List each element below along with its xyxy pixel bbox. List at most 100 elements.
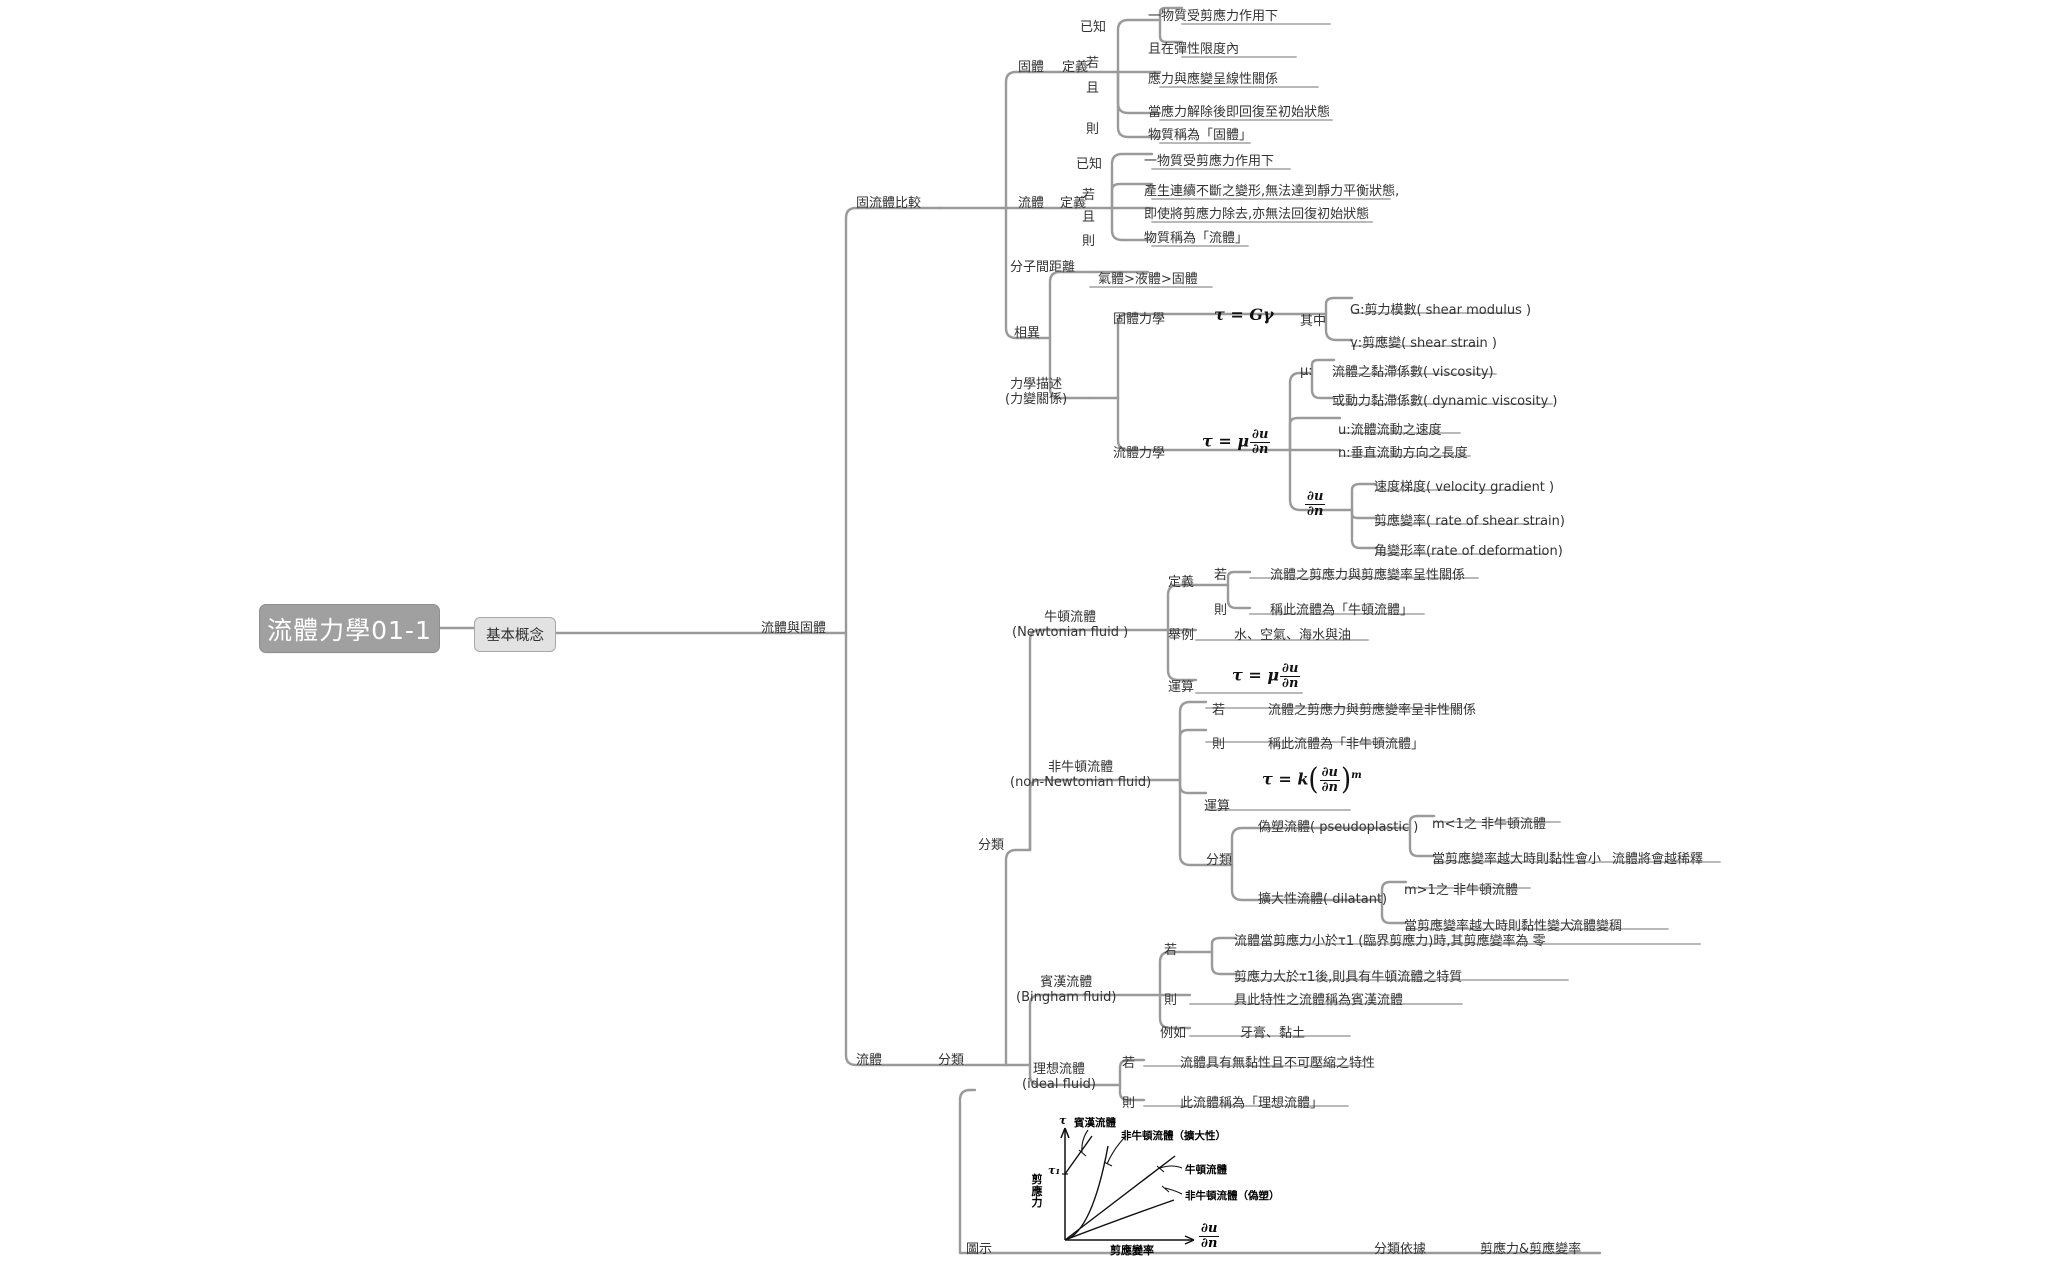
solid-known-item-1: 且在彈性限度內 bbox=[1148, 42, 1240, 57]
node-solid[interactable]: 固體 bbox=[1018, 60, 1045, 75]
shear-stress-strain-rate-chart: τ τ₁ 剪應力 剪應變率 ∂u∂n 賓漢流體 非牛頓流體（擴大性） 牛頓流體 … bbox=[1022, 1112, 1352, 1260]
type-0-behaviour: 當剪應變率越大時則黏性會小 bbox=[1432, 852, 1602, 867]
newtonian-if-text: 流體之剪應力與剪應變率呈性關係 bbox=[1270, 568, 1466, 583]
term-u: u:流體流動之速度 bbox=[1338, 423, 1442, 438]
formula-fluid-mechanics: τ = μ∂u∂n bbox=[1202, 427, 1271, 457]
fluid-if-text: 產生連續不斷之變形,無法達到靜力平衡狀態, bbox=[1144, 184, 1400, 199]
solid-then-text: 物質稱為「固體」 bbox=[1148, 128, 1253, 143]
label-solid-definition[interactable]: 定義 bbox=[1062, 60, 1089, 75]
label-solid-known[interactable]: 已知 bbox=[1080, 20, 1107, 35]
node-bingham-fluid[interactable]: 賓漢流體 (Bingham fluid) bbox=[1016, 975, 1117, 1005]
fluid-then-text: 物質稱為「流體」 bbox=[1144, 231, 1249, 246]
molecular-distance-value: 氣體>液體>固體 bbox=[1098, 272, 1198, 287]
label-fluid-then[interactable]: 則 bbox=[1082, 234, 1096, 249]
type-0-condition: m<1之 非牛頓流體 bbox=[1432, 817, 1546, 832]
label-nonnewtonian-then[interactable]: 則 bbox=[1212, 737, 1226, 752]
bingham-if-item-0: 流體當剪應力小於τ1 (臨界剪應力)時,其剪應變率為 零 bbox=[1234, 934, 1546, 949]
label-ideal-if[interactable]: 若 bbox=[1122, 1056, 1136, 1071]
label-solid-if[interactable]: 若 bbox=[1086, 56, 1100, 71]
label-solid-then[interactable]: 則 bbox=[1086, 122, 1100, 137]
ideal-if-text: 流體具有無黏性且不可壓縮之特性 bbox=[1180, 1056, 1376, 1071]
chart-y-intercept: τ₁ bbox=[1048, 1164, 1061, 1177]
type-0-name[interactable]: 偽塑流體( pseudoplastic ) bbox=[1258, 820, 1419, 835]
chart-series-1-label: 非牛頓流體（擴大性） bbox=[1121, 1130, 1226, 1142]
chart-y-symbol: τ bbox=[1059, 1114, 1067, 1127]
nonnewtonian-then-text: 稱此流體為「非牛頓流體」 bbox=[1268, 737, 1425, 752]
label-fluid-and[interactable]: 且 bbox=[1082, 210, 1096, 225]
label-newtonian-operation[interactable]: 運算 bbox=[1168, 680, 1195, 695]
curve-pseudoplastic bbox=[1064, 1199, 1175, 1241]
gradient-term-2: 角變形率(rate of deformation) bbox=[1374, 544, 1563, 559]
formula-solid-mechanics: τ = Gγ bbox=[1214, 305, 1274, 324]
label-solid-and[interactable]: 且 bbox=[1086, 81, 1100, 96]
newtonian-example-text: 水、空氣、海水與油 bbox=[1234, 628, 1352, 643]
type-1-result: 流體變稠 bbox=[1570, 919, 1623, 934]
node-ideal-fluid[interactable]: 理想流體 (ideal fluid) bbox=[1022, 1062, 1097, 1092]
label-fluid-vs-solid[interactable]: 流體與固體 bbox=[761, 621, 827, 636]
label-nonnewtonian-operation[interactable]: 運算 bbox=[1204, 799, 1231, 814]
label-where[interactable]: 其中 bbox=[1300, 314, 1327, 329]
label-mechanics-description[interactable]: 力學描述 (力變關係) bbox=[1005, 377, 1068, 407]
chart-series-2-label: 牛頓流體 bbox=[1185, 1164, 1227, 1176]
label-bingham-example[interactable]: 例如 bbox=[1160, 1026, 1187, 1041]
label-fluid-bottom[interactable]: 流體 bbox=[856, 1053, 883, 1068]
curve-bingham bbox=[1064, 1135, 1093, 1175]
root-label: 流體力學01-1 bbox=[267, 615, 432, 645]
chart-x-label: 剪應變率 bbox=[1110, 1244, 1154, 1257]
label-fluid-mechanics[interactable]: 流體力學 bbox=[1113, 446, 1166, 461]
bingham-if-item-1: 剪應力大於τ1後,則具有牛頓流體之特質 bbox=[1234, 970, 1463, 985]
solid-if-text: 應力與應變呈線性關係 bbox=[1148, 72, 1279, 87]
curve-newtonian bbox=[1064, 1155, 1176, 1241]
gradient-term-0: 速度梯度( velocity gradient ) bbox=[1374, 480, 1555, 495]
formula-non-newtonian: τ = k(∂u∂n)m bbox=[1262, 762, 1362, 798]
gradient-term-1: 剪應變率( rate of shear strain) bbox=[1374, 514, 1565, 529]
label-newtonian-then[interactable]: 則 bbox=[1214, 603, 1228, 618]
node-non-newtonian-fluid[interactable]: 非牛頓流體 (non-Newtonian fluid) bbox=[1010, 760, 1152, 790]
label-molecular-distance[interactable]: 分子間距離 bbox=[1010, 260, 1076, 275]
label-classify-basis-value: 剪應力&剪應變率 bbox=[1480, 1242, 1582, 1257]
label-ideal-then[interactable]: 則 bbox=[1122, 1096, 1136, 1111]
label-fluid-known[interactable]: 已知 bbox=[1076, 157, 1103, 172]
root-node[interactable]: 流體力學01-1 bbox=[259, 604, 440, 653]
node-difference[interactable]: 相異 bbox=[1014, 326, 1041, 341]
solid-and-text: 當應力解除後即回復至初始狀態 bbox=[1148, 105, 1331, 120]
nonnewtonian-if-text: 流體之剪應力與剪應變率呈非性關係 bbox=[1268, 703, 1477, 718]
label-bingham-if[interactable]: 若 bbox=[1164, 943, 1178, 958]
level1-label: 基本概念 bbox=[486, 628, 544, 644]
label-classify-bottom[interactable]: 分類 bbox=[938, 1053, 965, 1068]
chart-series-0-label: 賓漢流體 bbox=[1074, 1117, 1116, 1129]
solid-term-1: γ:剪應變( shear strain ) bbox=[1350, 336, 1497, 351]
type-1-behaviour: 當剪應變率越大時則黏性變大 bbox=[1404, 919, 1574, 934]
label-fluid-if[interactable]: 若 bbox=[1082, 188, 1096, 203]
node-basic-concept[interactable]: 基本概念 bbox=[474, 617, 556, 652]
label-bingham-then[interactable]: 則 bbox=[1164, 993, 1178, 1008]
bingham-example-text: 牙膏、黏土 bbox=[1240, 1026, 1306, 1041]
node-fluid[interactable]: 流體 bbox=[1018, 196, 1045, 211]
formula-newtonian: τ = μ∂u∂n bbox=[1232, 661, 1301, 691]
type-0-result: 流體將會越稀釋 bbox=[1612, 852, 1704, 867]
label-solid-mechanics[interactable]: 固體力學 bbox=[1113, 312, 1166, 327]
label-diagram[interactable]: 圖示 bbox=[966, 1242, 993, 1257]
fluid-and-text: 即使將剪應力除去,亦無法回復初始狀態 bbox=[1144, 207, 1370, 222]
type-1-name[interactable]: 擴大性流體( dilatant) bbox=[1258, 892, 1388, 907]
label-fluid-definition[interactable]: 定義 bbox=[1060, 196, 1087, 211]
solid-known-item-0: 一物質受剪應力作用下 bbox=[1148, 9, 1279, 24]
label-newtonian-definition[interactable]: 定義 bbox=[1168, 575, 1195, 590]
mu-term-1: 或動力黏滯係數( dynamic viscosity ) bbox=[1332, 394, 1558, 409]
label-newtonian-if[interactable]: 若 bbox=[1214, 568, 1228, 583]
ideal-then-text: 此流體稱為「理想流體」 bbox=[1180, 1096, 1324, 1111]
node-newtonian-fluid[interactable]: 牛頓流體 (Newtonian fluid ) bbox=[1012, 610, 1129, 640]
symbol-velocity-gradient: ∂u∂n bbox=[1305, 489, 1326, 519]
label-newtonian-example[interactable]: 舉例 bbox=[1168, 628, 1195, 643]
label-classify-upper[interactable]: 分類 bbox=[978, 838, 1005, 853]
label-nonnewtonian-if[interactable]: 若 bbox=[1212, 703, 1226, 718]
bingham-then-text: 具此特性之流體稱為賓漢流體 bbox=[1234, 993, 1404, 1008]
label-mu: μ: bbox=[1300, 364, 1313, 379]
label-nonnewtonian-classify[interactable]: 分類 bbox=[1206, 853, 1233, 868]
term-n: n:垂直流動方向之長度 bbox=[1338, 446, 1468, 461]
label-solid-fluid-compare[interactable]: 固流體比較 bbox=[856, 196, 922, 211]
type-1-condition: m>1之 非牛頓流體 bbox=[1404, 883, 1518, 898]
chart-x-symbol: ∂u∂n bbox=[1199, 1221, 1220, 1251]
label-classify-basis[interactable]: 分類依據 bbox=[1374, 1242, 1427, 1257]
